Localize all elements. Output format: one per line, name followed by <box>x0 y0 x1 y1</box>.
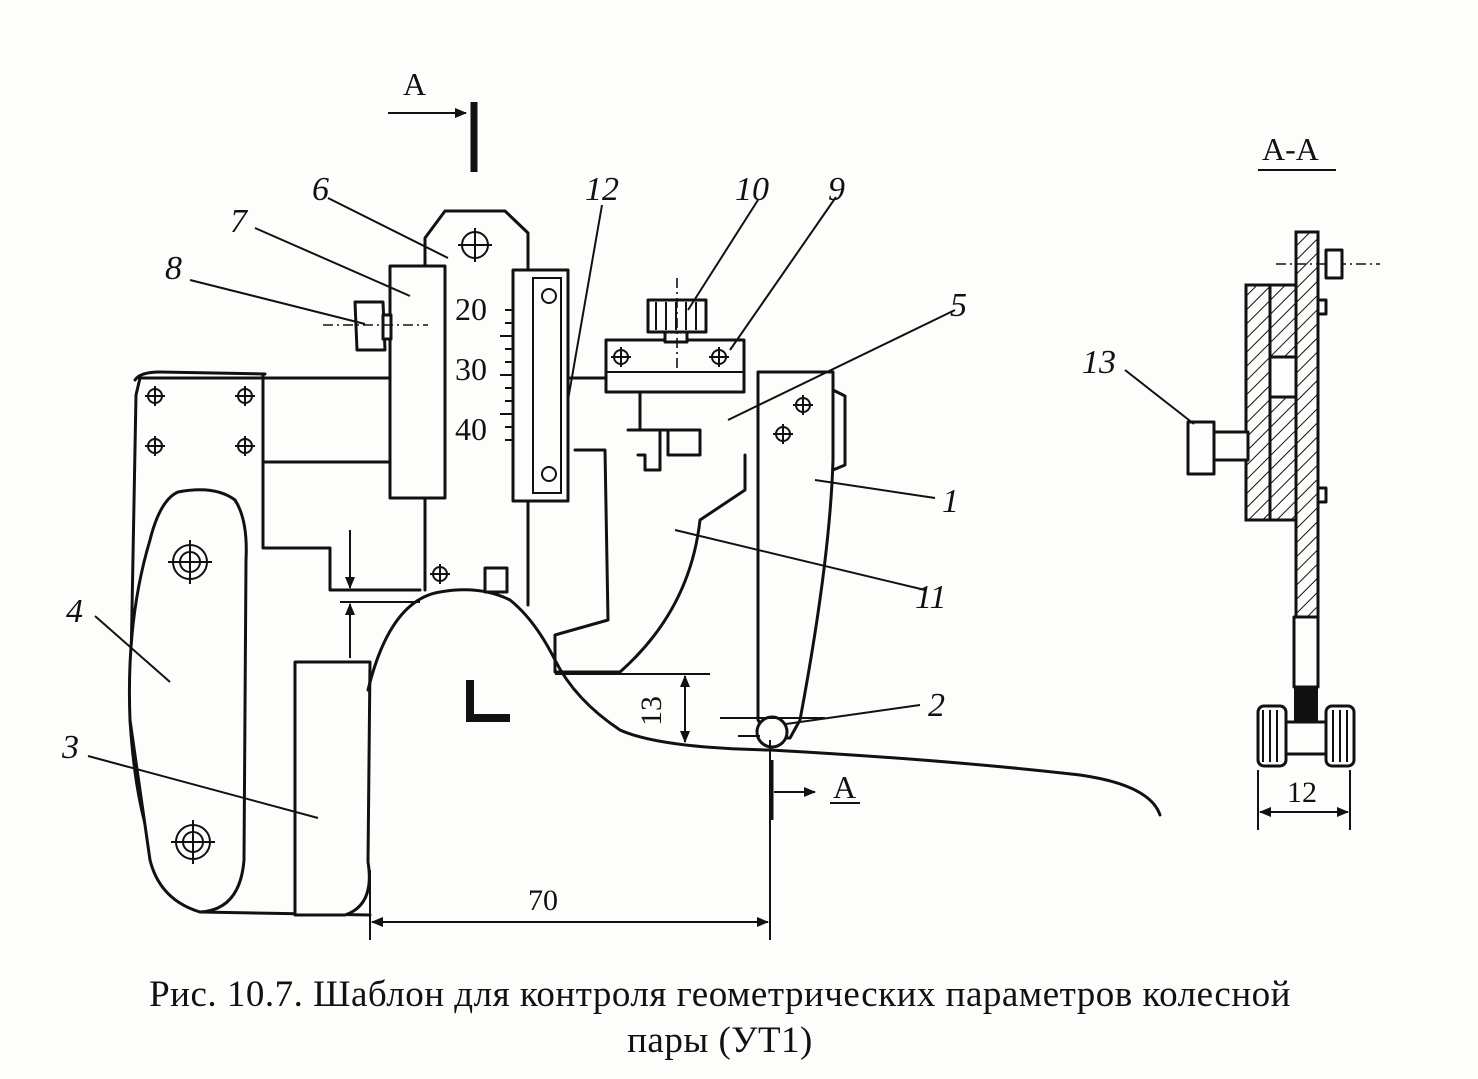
leader-lines <box>87 196 956 819</box>
part-3-pad <box>293 660 372 917</box>
template-body <box>138 373 747 674</box>
part-1-lever <box>756 370 835 740</box>
section-marker-top-label: А <box>403 66 426 102</box>
template-diagram: 13 70 А А <box>61 66 1380 940</box>
scale-label-20: 20 <box>455 291 487 327</box>
part-7-slider <box>388 264 447 500</box>
label-part-2: 2 <box>928 687 945 724</box>
scale-ticks <box>500 309 513 441</box>
scale-label-40: 40 <box>455 411 487 447</box>
ruler-slot <box>532 277 562 494</box>
label-part-10: 10 <box>735 171 769 208</box>
caption-line-1: Рис. 10.7. Шаблон для контроля геометрич… <box>149 974 1291 1015</box>
section-bar <box>1294 230 1320 619</box>
section-marker-bottom-label: А <box>833 769 856 805</box>
label-part-8: 8 <box>165 250 182 287</box>
section-view: А-А <box>1124 131 1380 830</box>
label-part-6: 6 <box>312 171 329 208</box>
part-8-screw-neck <box>381 313 393 341</box>
part-5-mechanism <box>626 390 702 472</box>
dimension-12-label: 12 <box>1287 776 1317 809</box>
dimension-70: 70 <box>369 740 771 940</box>
part-6-bracket <box>423 209 530 607</box>
label-part-13: 13 <box>1082 344 1116 381</box>
part-12-ruler <box>511 268 570 503</box>
l-mark <box>466 680 510 722</box>
scale-label-30: 30 <box>455 351 487 387</box>
label-part-5: 5 <box>950 287 967 324</box>
fastener-holes <box>145 228 813 864</box>
main-view: 13 70 А А <box>61 66 1162 940</box>
section-rollers <box>1256 704 1356 768</box>
part-9-clamp <box>604 338 746 394</box>
dimension-12: 12 <box>1257 770 1351 830</box>
part-2-roller <box>755 715 789 749</box>
label-part-7: 7 <box>230 203 249 240</box>
dimension-13-label: 13 <box>635 696 668 726</box>
dimension-13: 13 <box>555 673 710 743</box>
section-block-left <box>1244 283 1272 522</box>
section-block-lower <box>1268 395 1298 522</box>
section-block-upper <box>1268 283 1298 359</box>
section-marker-bottom: А <box>770 760 860 820</box>
part-13-screw <box>1186 420 1216 476</box>
label-part-1: 1 <box>942 483 959 520</box>
label-part-11: 11 <box>915 579 946 616</box>
section-title: А-А <box>1262 131 1319 167</box>
dimension-70-label: 70 <box>528 884 558 917</box>
label-part-9: 9 <box>828 171 845 208</box>
figure-caption: Рис. 10.7. Шаблон для контроля геометрич… <box>20 972 1420 1064</box>
label-part-4: 4 <box>66 593 83 630</box>
gap-dimension <box>340 530 420 658</box>
part-4-arm <box>127 488 248 914</box>
label-part-12: 12 <box>585 171 619 208</box>
section-marker-top: А <box>388 66 478 172</box>
wheel-profile <box>366 588 1162 817</box>
label-part-3: 3 <box>61 729 79 766</box>
caption-line-2: пары (УТ1) <box>627 1020 813 1061</box>
part-8-screw <box>353 300 387 352</box>
